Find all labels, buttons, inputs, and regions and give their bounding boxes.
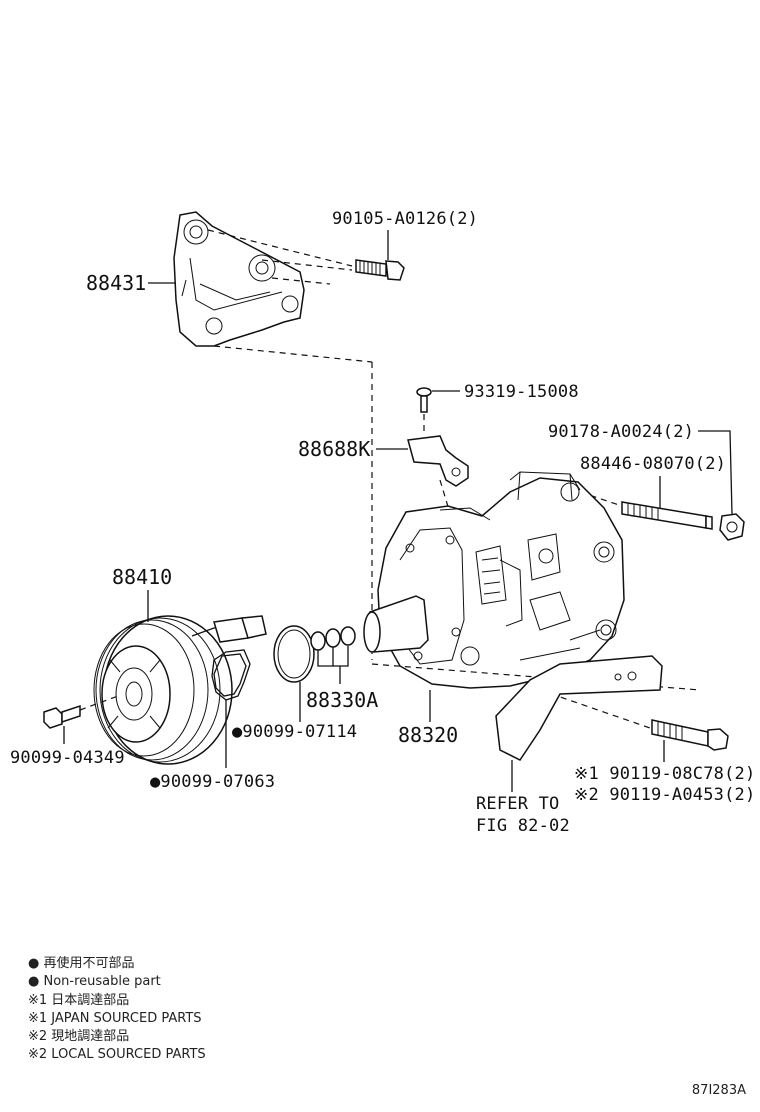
nut-90178 [719, 513, 745, 541]
compressor-88320 [363, 471, 625, 689]
bolt-90119 [651, 719, 729, 751]
magnetic-clutch-88410 [93, 615, 233, 765]
callout-90099-04349: 90099-04349 [10, 748, 125, 768]
callout-88431: 88431 [86, 271, 146, 295]
callout-90099-07063: ●90099-07063 [150, 772, 275, 792]
refer-to-line-2: FIG 82-02 [476, 816, 570, 836]
legend-line-local-jp: ※2 現地調達部品 [28, 1029, 130, 1045]
callout-88330a: 88330A [306, 688, 378, 712]
leader-lines [63, 230, 733, 792]
callout-90119-08c78: ※1 90119-08C78(2) [574, 764, 755, 784]
callout-90105-a0126: 90105-A0126(2) [332, 209, 478, 229]
callout-88446-08070: 88446-08070(2) [580, 454, 726, 474]
figure-number: 87I283A [691, 1083, 746, 1098]
legend-line-japan-en: ※1 JAPAN SOURCED PARTS [28, 1010, 202, 1026]
legend: ● 再使用不可部品 ● Non-reusable part ※1 日本調達部品 … [28, 955, 206, 1065]
callout-88320: 88320 [398, 723, 458, 747]
callout-90119-a0453: ※2 90119-A0453(2) [574, 785, 755, 805]
bolt-90105 [355, 259, 405, 281]
screw-93319 [416, 387, 432, 413]
callout-93319-15008: 93319-15008 [464, 382, 579, 402]
bolt-90099-04349 [43, 704, 81, 729]
snap-ring-90099-07114 [273, 625, 315, 683]
clip-88688k [407, 435, 469, 487]
legend-line-nonreusable-jp: ● 再使用不可部品 [28, 956, 135, 971]
legend-line-local-en: ※2 LOCAL SOURCED PARTS [28, 1047, 206, 1063]
refer-to-line-1: REFER TO [476, 794, 559, 814]
callout-88410: 88410 [112, 565, 172, 589]
callout-90099-07114: ●90099-07114 [232, 722, 357, 742]
mount-bracket [495, 655, 663, 761]
callout-90178-a0024: 90178-A0024(2) [548, 422, 694, 442]
compressor-bracket [173, 211, 305, 347]
stud-88446 [621, 501, 713, 530]
callout-88688k: 88688K [298, 437, 370, 461]
snap-ring-90099-07063 [211, 649, 251, 701]
legend-line-nonreusable-en: ● Non-reusable part [28, 974, 161, 990]
legend-line-japan-jp: ※1 日本調達部品 [28, 992, 130, 1008]
clutch-wire [191, 615, 267, 643]
shim-set-88330a [310, 626, 356, 651]
